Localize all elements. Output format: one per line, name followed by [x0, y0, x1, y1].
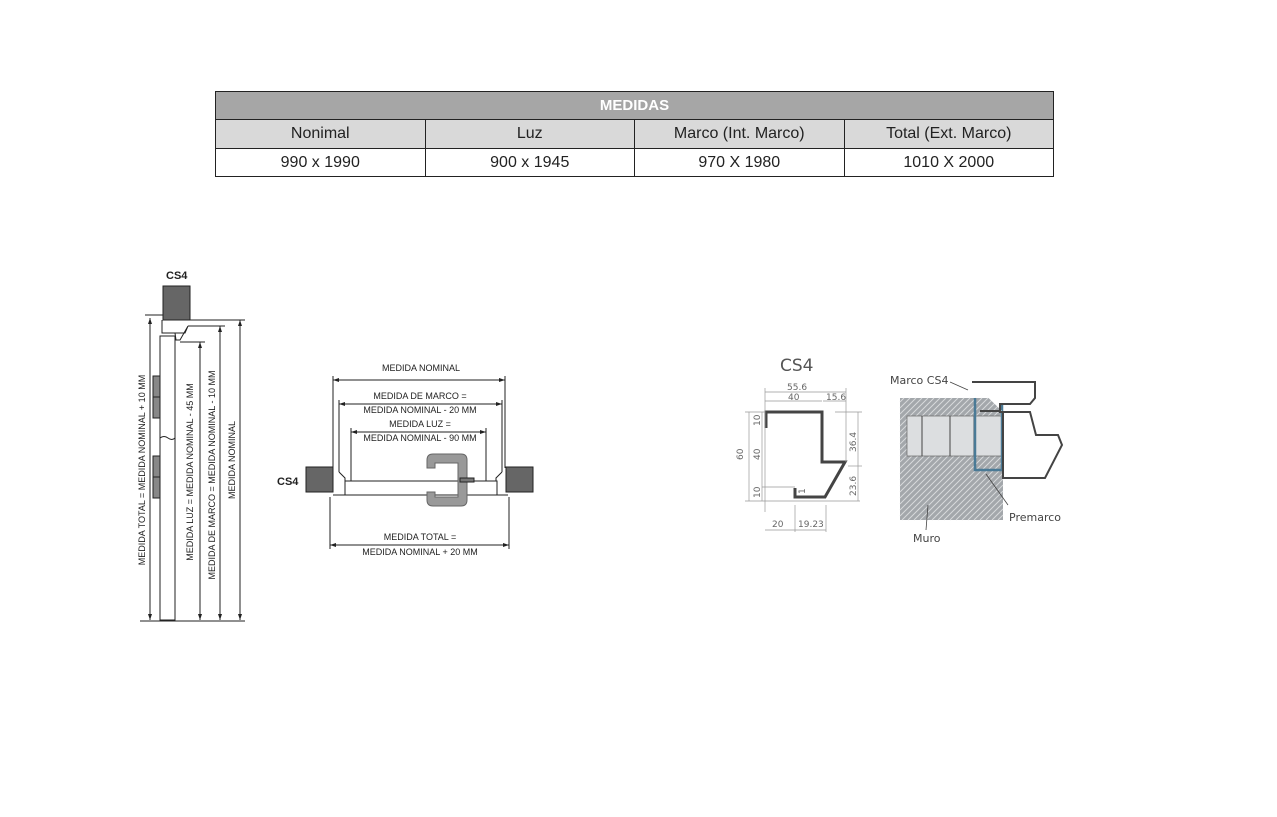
dim-10-bottom: 10 — [753, 486, 763, 498]
hatch-line — [979, 496, 1004, 521]
hatch-line — [899, 397, 911, 409]
hinge — [152, 476, 161, 499]
hatch-line — [991, 508, 1004, 521]
frame-block-right — [505, 466, 534, 493]
hatch-line — [899, 397, 935, 433]
plan-cs4-label: CS4 — [277, 476, 299, 488]
header-marco: Marco (Int. Marco) — [634, 119, 845, 149]
hatch-line — [961, 478, 1004, 521]
plan-luz-label-2: MEDIDA NOMINAL - 90 MM — [363, 433, 476, 443]
value-marco: 970 X 1980 — [634, 148, 845, 177]
hinge — [152, 455, 161, 478]
profile-shape — [764, 410, 848, 499]
medidas-table: MEDIDAS Nonimal Luz Marco (Int. Marco) T… — [215, 91, 1054, 177]
value-nominal: 990 x 1990 — [215, 148, 426, 177]
value-luz: 900 x 1945 — [424, 148, 635, 177]
hinge — [152, 375, 161, 398]
plan-marco-label-2: MEDIDA NOMINAL - 20 MM — [363, 405, 476, 415]
dim-20: 20 — [772, 520, 784, 530]
hatch-line — [899, 397, 929, 427]
dim-36-4: 36.4 — [849, 432, 859, 452]
muro-label: Muro — [913, 532, 941, 545]
door-panel — [344, 480, 498, 496]
dim-10-top: 10 — [753, 414, 763, 426]
hatch-line — [985, 502, 1004, 521]
dim-40-w: 40 — [788, 393, 800, 403]
side-cs4-label: CS4 — [166, 270, 188, 282]
frame-block-left — [305, 466, 334, 493]
plan-luz-label-1: MEDIDA LUZ = — [389, 419, 451, 429]
dim-40-h: 40 — [753, 448, 763, 460]
plan-view-diagram: MEDIDA NOMINAL MEDIDA DE MARCO = MEDIDA … — [277, 363, 534, 557]
hatch-line — [967, 484, 1004, 521]
profile-diagram: CS4 55.6 40 15.6 60 10 40 10 36.4 23.6 1… — [736, 356, 862, 532]
hatch-line — [955, 472, 1004, 521]
door-leaf — [159, 335, 176, 621]
hatch-line — [949, 466, 1004, 521]
side-view-diagram: CS4 MEDIDA TOTAL = MEDIDA NOMINAL + 10 M… — [137, 270, 245, 622]
dim-60: 60 — [736, 448, 746, 460]
hatch-line — [997, 514, 1004, 521]
table-header-row: Nonimal Luz Marco (Int. Marco) Total (Ex… — [215, 119, 1054, 149]
dim-total-label: MEDIDA TOTAL = MEDIDA NOMINAL + 10 MM — [137, 375, 147, 565]
hinge — [152, 396, 161, 419]
plan-marco-label-1: MEDIDA DE MARCO = — [373, 391, 466, 401]
plan-nominal-label: MEDIDA NOMINAL — [382, 363, 460, 373]
hatch-line — [973, 490, 1004, 521]
dim-23-6: 23.6 — [849, 476, 859, 496]
hatch-line — [937, 454, 1004, 521]
hatch-line — [931, 448, 1004, 521]
table-row: 990 x 1990 900 x 1945 970 X 1980 1010 X … — [215, 148, 1054, 177]
marco-shape — [972, 381, 1064, 479]
dim-19-23: 19.23 — [798, 520, 824, 530]
profile-title: CS4 — [780, 356, 813, 376]
hatch-line — [899, 397, 923, 421]
hatch-line — [899, 397, 905, 403]
marco-cs4-label: Marco CS4 — [890, 374, 948, 387]
handle-icon — [426, 453, 468, 507]
section-diagram: Marco CS4 Premarco Muro — [890, 374, 1064, 545]
plan-total-label-2: MEDIDA NOMINAL + 20 MM — [362, 547, 477, 557]
value-total: 1010 X 2000 — [843, 148, 1054, 177]
header-total: Total (Ext. Marco) — [843, 119, 1054, 149]
dim-15-6: 15.6 — [826, 393, 846, 403]
dim-luz-label: MEDIDA LUZ = MEDIDA NOMINAL - 45 MM — [185, 383, 195, 560]
plan-total-label-1: MEDIDA TOTAL = — [384, 532, 456, 542]
premarco-label: Premarco — [1009, 511, 1061, 524]
dim-nominal-label: MEDIDA NOMINAL — [227, 421, 237, 499]
dim-marco-label: MEDIDA DE MARCO = MEDIDA NOMINAL - 10 MM — [207, 371, 217, 580]
dim-55-6: 55.6 — [787, 383, 807, 393]
frame-block — [162, 285, 191, 321]
table-title: MEDIDAS — [215, 91, 1054, 120]
dim-1: 1 — [798, 488, 808, 494]
hatch-line — [899, 397, 917, 415]
